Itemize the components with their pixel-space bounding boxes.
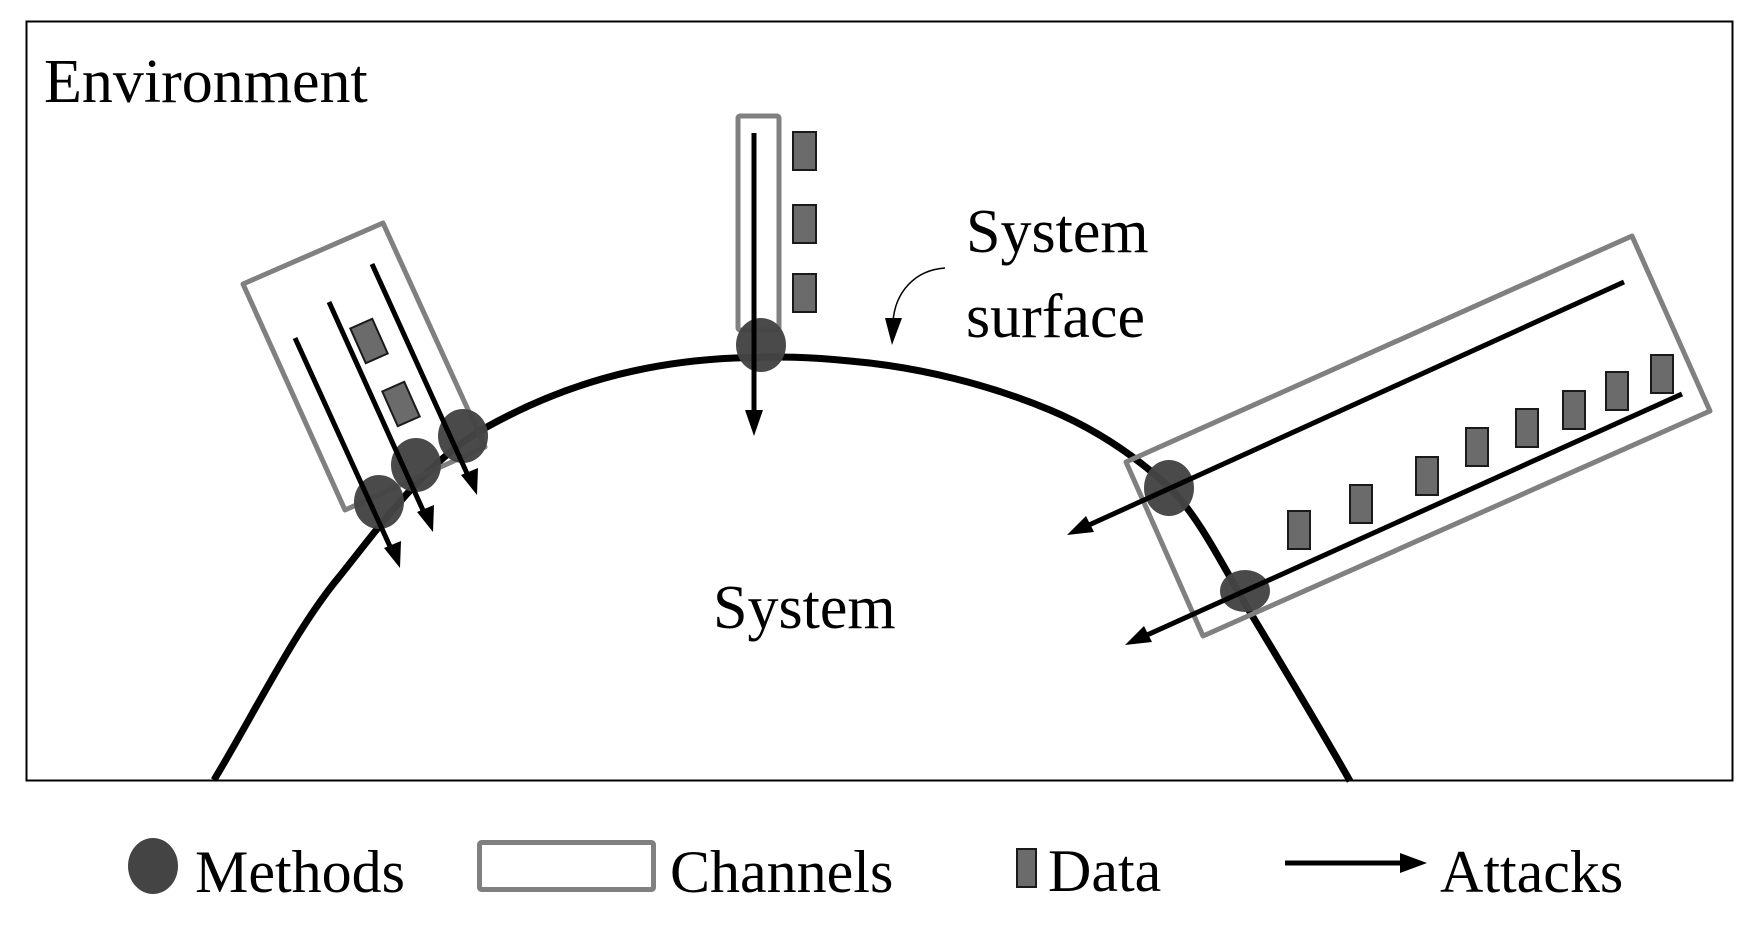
right-channel	[1123, 233, 1713, 639]
method-circle	[354, 475, 404, 529]
arrowhead-icon	[417, 505, 434, 532]
data-block	[380, 380, 422, 428]
attack-arrow	[1125, 391, 1684, 645]
channel-rect-icon	[477, 840, 656, 892]
legend-item-methods: Methods	[128, 838, 405, 905]
method-circle	[391, 438, 441, 492]
legend: Methods Channels Data Attacks	[128, 838, 1623, 905]
method-circle	[736, 318, 786, 372]
legend-label-attacks: Attacks	[1440, 839, 1623, 905]
data-block	[1650, 354, 1674, 394]
arrowhead-icon	[384, 541, 401, 568]
data-block	[792, 131, 817, 171]
data-block	[348, 317, 390, 365]
data-block	[1515, 408, 1539, 448]
environment-label: Environment	[44, 48, 368, 116]
method-circle	[438, 409, 488, 463]
legend-label-channels: Channels	[670, 839, 893, 905]
legend-label-methods: Methods	[195, 839, 405, 905]
right-channel-group	[1067, 233, 1713, 645]
legend-item-channels: Channels	[477, 839, 893, 905]
system-label: System	[713, 574, 896, 642]
attack-arrow	[292, 336, 401, 568]
system-surface-label-line2: surface	[966, 283, 1145, 351]
legend-label-data: Data	[1048, 838, 1161, 904]
legend-item-attacks: Attacks	[1285, 839, 1623, 905]
left-channel-group	[240, 220, 488, 568]
arrowhead-icon	[1400, 853, 1427, 873]
arrowhead-icon	[745, 410, 763, 436]
environment-frame	[25, 20, 1734, 782]
arrowhead-icon	[1067, 516, 1094, 535]
data-block	[1349, 484, 1373, 524]
data-block	[1287, 510, 1311, 550]
data-block	[1605, 371, 1629, 411]
data-block	[792, 204, 817, 244]
arrowhead-icon	[461, 468, 478, 495]
legend-item-data: Data	[1016, 838, 1161, 904]
attack-arrow	[326, 300, 434, 532]
pointer-arrow-curve	[892, 267, 946, 323]
data-block	[1415, 456, 1439, 496]
attack-arrow	[1067, 279, 1626, 535]
top-channel-group	[735, 113, 817, 436]
attack-arrow	[745, 133, 763, 436]
data-block	[1465, 427, 1489, 467]
pointer-arrow-head-icon	[885, 318, 902, 345]
data-block-icon	[1016, 848, 1037, 888]
system-surface-label-line1: System	[966, 198, 1149, 266]
attack-arrow	[369, 262, 478, 495]
data-block	[1562, 390, 1586, 430]
arrowhead-icon	[1125, 626, 1152, 645]
data-block	[792, 273, 817, 313]
system-surface-curve	[211, 353, 1354, 783]
method-circle-icon	[128, 838, 178, 894]
